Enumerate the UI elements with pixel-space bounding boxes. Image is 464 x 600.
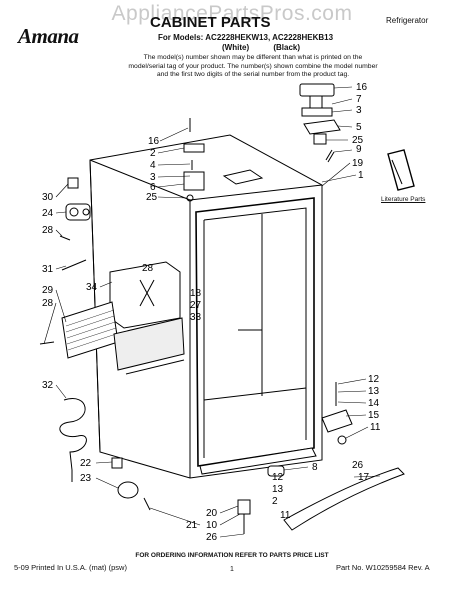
callout-16: 16 [356, 82, 368, 93]
callout-8: 8 [312, 462, 318, 473]
literature-parts-label: Literature Parts [381, 196, 426, 203]
footer-part-number: Part No. W10259584 Rev. A [336, 563, 430, 572]
condenser-cover [113, 317, 185, 375]
callout-3: 3 [356, 105, 362, 116]
callout-18: 18 [190, 288, 202, 299]
refrigerator-cabinet [89, 134, 323, 479]
callout-26: 26 [206, 532, 218, 543]
callout-10: 10 [206, 520, 218, 531]
water-line-coil [59, 398, 87, 482]
callout-23: 23 [80, 473, 92, 484]
callout-13: 13 [272, 484, 284, 495]
watermark-text: AppliancePartsPros.com [111, 2, 353, 25]
callout-20: 20 [206, 508, 218, 519]
callout-28: 28 [42, 225, 54, 236]
footer-page-number: 1 [230, 566, 234, 573]
callout-9: 9 [356, 144, 362, 155]
callout-27: 27 [190, 300, 202, 311]
water-valve-assembly [59, 177, 91, 271]
callout-11: 11 [280, 510, 291, 521]
callout-3: 3 [150, 172, 156, 183]
ordering-info: FOR ORDERING INFORMATION REFER TO PARTS … [135, 552, 329, 559]
callout-24: 24 [42, 208, 54, 219]
color-black-label: (Black) [273, 43, 301, 52]
literature-parts-booklet [387, 149, 415, 191]
page-title: CABINET PARTS [150, 14, 271, 31]
callout-1: 1 [358, 170, 364, 181]
callout-33: 33 [190, 312, 202, 323]
leveling-feet [111, 457, 285, 534]
callout-12: 12 [368, 374, 380, 385]
callout-25: 25 [146, 192, 158, 203]
callout-4: 4 [150, 160, 156, 171]
callout-28: 28 [42, 298, 54, 309]
callout-13: 13 [368, 386, 380, 397]
callout-6: 6 [150, 182, 156, 193]
callout-7: 7 [356, 94, 362, 105]
callout-12: 12 [272, 472, 284, 483]
category-label: Refrigerator [386, 16, 429, 25]
callout-5: 5 [356, 122, 362, 133]
callout-25: 25 [352, 135, 364, 146]
callout-14: 14 [368, 398, 380, 409]
footer-print-info: 5-09 Printed In U.S.A. (mat) (psw) [14, 563, 127, 572]
callout-21: 21 [186, 520, 198, 531]
toe-grille [283, 467, 405, 531]
callout-15: 15 [368, 410, 380, 421]
brand-logo: Amana [18, 24, 79, 48]
bottom-hinge-assembly [321, 382, 353, 445]
callout-34: 34 [86, 282, 98, 293]
callout-2: 2 [272, 496, 278, 507]
callout-16: 16 [148, 136, 160, 147]
callout-32: 32 [42, 380, 54, 391]
callout-2: 2 [150, 148, 156, 159]
callout-11: 11 [370, 422, 381, 433]
callout-26: 26 [352, 460, 364, 471]
color-labels: (White) (Black) [222, 43, 322, 52]
models-line: For Models: AC2228HEKW13, AC2228HEKB13 [158, 33, 334, 42]
callout-29: 29 [42, 285, 54, 296]
callout-30: 30 [42, 192, 54, 203]
callout-17: 17 [358, 472, 370, 483]
callout-28: 28 [142, 263, 154, 274]
callout-31: 31 [42, 264, 54, 275]
model-note: The model(s) number shown may be differe… [128, 54, 378, 79]
color-white-label: (White) [222, 43, 250, 52]
callout-22: 22 [80, 458, 92, 469]
top-hinge-assembly [299, 83, 341, 163]
callout-19: 19 [352, 158, 364, 169]
